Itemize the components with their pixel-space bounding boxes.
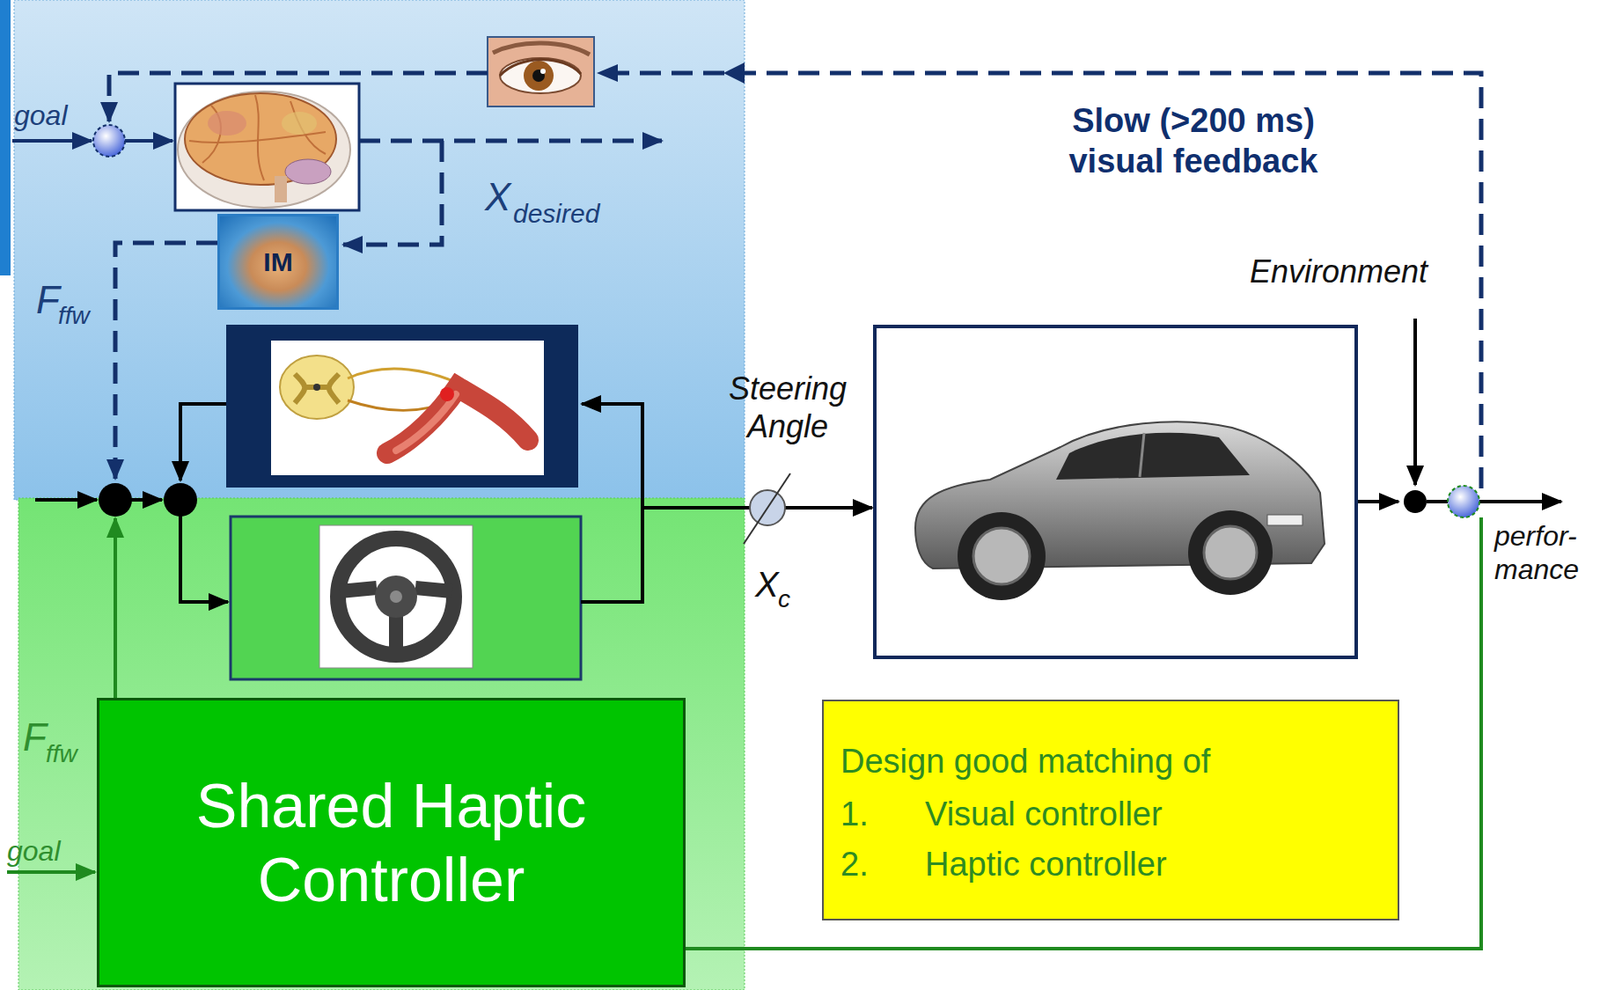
brain-picture bbox=[175, 83, 360, 211]
signal-label: goal bbox=[14, 98, 68, 133]
box-text: Shared Haptic Controller bbox=[117, 769, 666, 918]
spinal-reflex-picture bbox=[226, 324, 579, 488]
signal-label: F bbox=[36, 277, 60, 324]
box-line: 2. bbox=[840, 845, 869, 884]
steering-wheel-picture bbox=[230, 516, 581, 680]
box-line: Visual controller bbox=[924, 795, 1163, 834]
signal-label: X bbox=[755, 563, 779, 606]
signal-label: desired bbox=[513, 198, 600, 230]
machine-region bbox=[18, 498, 745, 990]
signal-label: F bbox=[22, 714, 47, 762]
box-text: IM bbox=[263, 247, 293, 278]
signal-label: Steering Angle bbox=[704, 369, 872, 446]
car-picture bbox=[874, 326, 1357, 658]
side-bar bbox=[0, 0, 11, 276]
sum-junction bbox=[93, 124, 125, 157]
box-line: 1. bbox=[840, 795, 869, 834]
signal-label: Slow (>200 ms) visual feedback bbox=[1043, 101, 1344, 182]
sum-junction bbox=[163, 483, 198, 517]
sum-junction bbox=[98, 483, 133, 517]
controller-box: Shared Haptic Controller bbox=[96, 697, 686, 988]
signal-label: c bbox=[777, 584, 791, 615]
visual-loop-lines bbox=[109, 73, 1482, 489]
mid-arrowhead bbox=[723, 62, 745, 84]
sum-junction bbox=[1403, 490, 1427, 514]
eye-picture bbox=[487, 36, 595, 107]
signal-label: goal bbox=[7, 834, 61, 868]
angle-sensor-symbol bbox=[743, 473, 791, 544]
signal-label: Environment bbox=[1249, 252, 1428, 291]
box-text: Design good matching of bbox=[840, 742, 1211, 781]
human-region bbox=[14, 0, 745, 500]
signal-label: ffw bbox=[58, 300, 90, 331]
note-box: Design good matching of 1. Visual controll… bbox=[822, 699, 1400, 921]
sum-junction bbox=[1447, 485, 1480, 518]
box-line: Haptic controller bbox=[924, 845, 1167, 884]
signal-label: perfor- mance bbox=[1494, 519, 1595, 588]
internal-model-box: IM bbox=[217, 213, 339, 310]
signal-label: X bbox=[484, 174, 511, 221]
signal-lines bbox=[35, 318, 1562, 602]
signal-label: ffw bbox=[45, 739, 78, 770]
